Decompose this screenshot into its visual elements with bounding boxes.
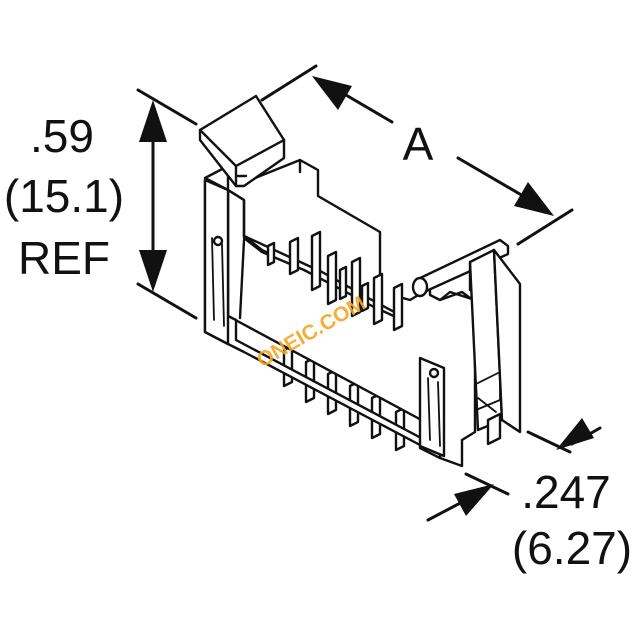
width-arrow-left xyxy=(454,484,494,516)
width-metric: (6.27) xyxy=(512,522,632,574)
housing-back-wall xyxy=(238,158,382,292)
pin-tips xyxy=(266,230,404,332)
length-arrow-left xyxy=(312,76,352,110)
width-extension-line-right xyxy=(526,430,572,454)
length-extension-line-left xyxy=(260,64,318,102)
length-extension-line-right xyxy=(516,208,574,246)
height-arrow-bottom xyxy=(139,250,167,292)
width-value: .247 xyxy=(521,466,611,518)
height-value: .59 xyxy=(30,110,94,162)
height-ref-note: REF xyxy=(18,232,110,284)
length-dimension: A xyxy=(260,64,574,246)
connector-body xyxy=(198,94,522,468)
length-dimension-line-right xyxy=(456,156,532,202)
width-dimension: .247 (6.27) xyxy=(426,418,632,574)
length-label: A xyxy=(403,118,434,170)
height-arrow-top xyxy=(139,100,167,142)
width-arrow-right xyxy=(556,418,594,450)
height-dimension: .59 (15.1) REF xyxy=(4,88,198,320)
length-arrow-right xyxy=(514,182,554,216)
left-latch-ear xyxy=(203,178,230,346)
width-extension-line-left xyxy=(464,472,510,496)
height-extension-line-bottom xyxy=(136,282,198,320)
height-metric: (15.1) xyxy=(4,170,124,222)
left-ejector-latch xyxy=(198,94,286,188)
housing-front-face xyxy=(203,178,442,460)
height-extension-line-top xyxy=(136,88,198,126)
